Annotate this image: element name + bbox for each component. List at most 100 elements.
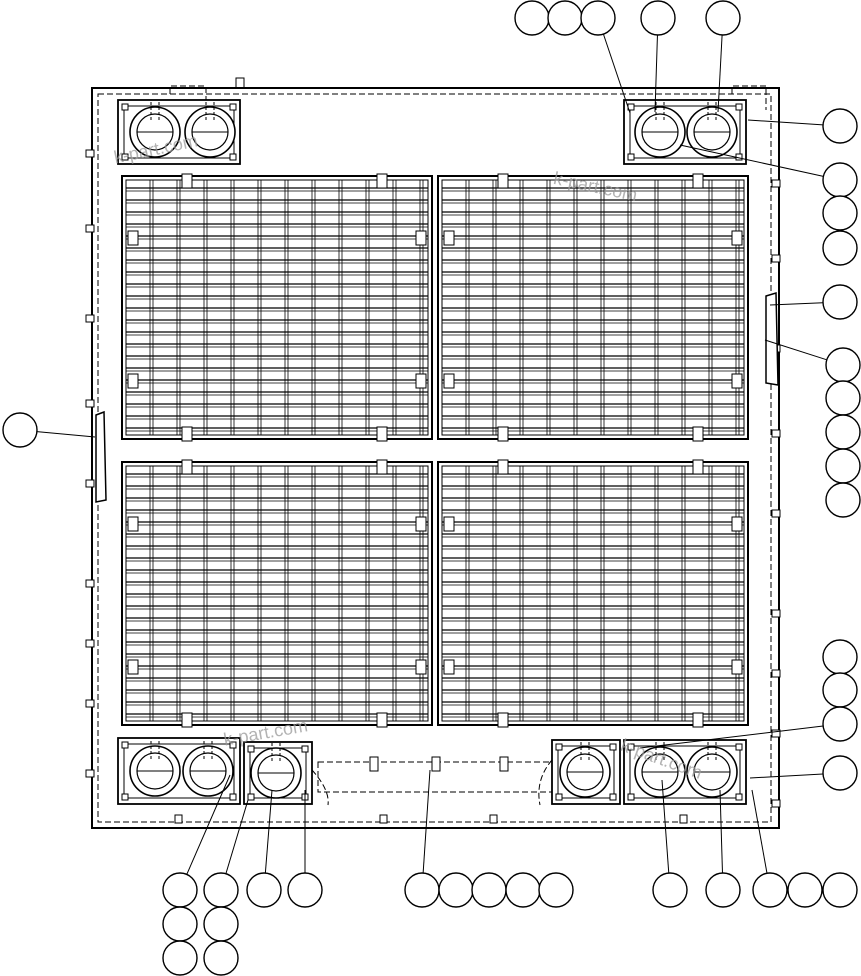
panel-clip	[731, 516, 743, 532]
leader-line	[186, 774, 231, 875]
mounting-blocks	[117, 99, 747, 805]
panel-clip	[181, 426, 193, 442]
leader-line	[225, 799, 249, 874]
panel-clip	[415, 373, 427, 389]
callout-bubble	[822, 872, 858, 908]
panel-clip	[443, 230, 455, 246]
callout-bubble	[514, 0, 550, 36]
dashed-lines	[169, 85, 767, 806]
panel-clip	[181, 173, 193, 189]
edge-bolt	[771, 179, 781, 188]
panel-clip	[692, 426, 704, 442]
tube-clip	[369, 756, 379, 772]
leader-line	[719, 789, 723, 874]
mount-bolt	[627, 153, 635, 161]
mount-bolt	[229, 741, 237, 749]
grille-panel	[121, 173, 433, 442]
mount-block	[243, 741, 313, 805]
callout-bubble	[203, 906, 239, 942]
callout-bubble	[825, 482, 861, 518]
leader-line	[654, 34, 658, 113]
side-bracket	[95, 410, 107, 503]
callout-bubble	[825, 414, 861, 450]
panel-clip	[415, 230, 427, 246]
mount-bolt	[121, 741, 129, 749]
leader-line	[264, 789, 273, 874]
mount-bolt	[555, 793, 563, 801]
edge-bolt	[85, 399, 95, 408]
mount-bolt	[735, 103, 743, 111]
mount-bolt	[555, 743, 563, 751]
panel-clip	[376, 426, 388, 442]
callout-bubble	[825, 347, 861, 383]
leader-line	[602, 33, 631, 114]
callout-bubble	[822, 284, 858, 320]
edge-bolt	[771, 669, 781, 678]
panel-clip	[415, 659, 427, 675]
callout-bubble	[162, 940, 198, 976]
mount-bolt	[735, 793, 743, 801]
edge-bolt	[771, 729, 781, 738]
leader-line	[661, 779, 670, 874]
panel-clip	[692, 712, 704, 728]
edge-bolt	[85, 149, 95, 158]
mount-plate-inner	[629, 105, 741, 159]
mount-block	[623, 99, 747, 165]
edge-bolt	[771, 429, 781, 438]
panel-clip	[731, 373, 743, 389]
panel-clip	[497, 459, 509, 475]
callout-bubble	[652, 872, 688, 908]
panel-border	[437, 461, 749, 726]
callout-bubble	[2, 412, 38, 448]
mount-bolt	[609, 743, 617, 751]
mount-block	[623, 739, 747, 805]
tube-clip	[499, 756, 509, 772]
frame-bolts	[85, 149, 781, 824]
mount-bolt	[121, 103, 129, 111]
mount-bolt	[627, 793, 635, 801]
callout-bubble	[752, 872, 788, 908]
mount-plate-inner	[629, 745, 741, 799]
panel-clip	[443, 516, 455, 532]
panel-clip	[692, 173, 704, 189]
callout-bubble	[203, 940, 239, 976]
edge-bolt	[679, 814, 688, 824]
edge-bolt	[771, 799, 781, 808]
panel-clip	[376, 173, 388, 189]
leader-line	[749, 773, 824, 779]
callout-bubble	[822, 108, 858, 144]
edge-bolt	[85, 314, 95, 323]
leader-lines	[36, 33, 827, 875]
callout-bubble	[822, 672, 858, 708]
grille-panels	[121, 173, 749, 728]
leader-line	[422, 769, 431, 874]
mount-block	[117, 99, 241, 165]
outer-frame	[91, 77, 780, 829]
panel-clip	[692, 459, 704, 475]
leader-line	[769, 302, 824, 306]
callout-bubble	[705, 0, 741, 36]
callout-bubble	[640, 0, 676, 36]
mount-block	[117, 737, 241, 805]
mount-plate-inner	[557, 745, 615, 799]
mount-plate-inner	[123, 743, 235, 799]
mount-bolt	[229, 153, 237, 161]
panel-clip	[497, 712, 509, 728]
callout-bubble	[822, 162, 858, 198]
callout-bubble	[505, 872, 541, 908]
hose	[311, 769, 329, 806]
top-tube	[731, 85, 767, 110]
leader-line	[679, 144, 824, 177]
panel-border	[121, 461, 433, 726]
edge-bolt	[771, 509, 781, 518]
panel-clip	[127, 230, 139, 246]
edge-bolt	[85, 769, 95, 778]
callout-bubble	[538, 872, 574, 908]
callout-bubble	[822, 755, 858, 791]
edge-bolt	[174, 814, 183, 824]
callout-bubble	[547, 0, 583, 36]
callout-bubble	[162, 872, 198, 908]
panel-clip	[127, 373, 139, 389]
